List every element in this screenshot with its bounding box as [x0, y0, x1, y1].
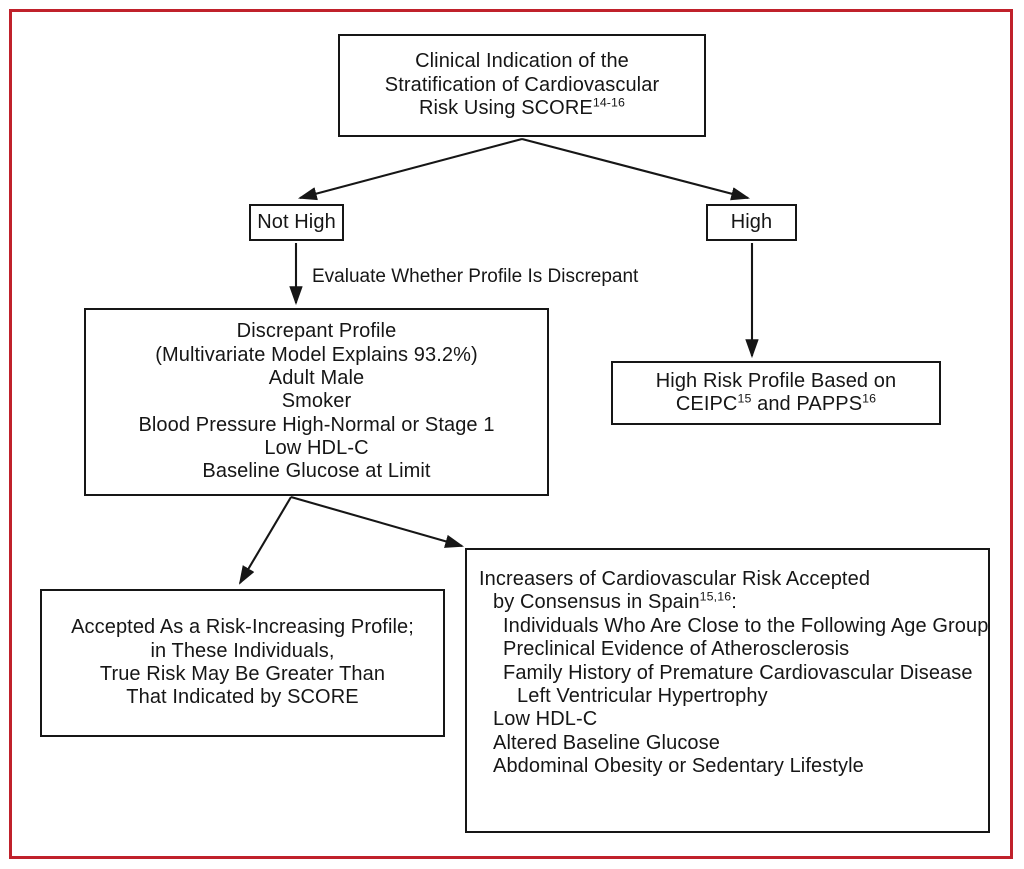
high-risk-ceipc-reference: 15 — [737, 391, 752, 406]
increasers-item-7: Abdominal Obesity or Sedentary Lifestyle — [493, 755, 864, 778]
discrepant-line-3: Adult Male — [268, 366, 365, 389]
risk-increasers-box[interactable]: Increasers of Cardiovascular Risk Accept… — [465, 548, 990, 833]
discrepant-line-4: Smoker — [281, 390, 352, 413]
clinical-indication-line-3-text: Risk Using SCORE — [418, 97, 593, 120]
increasers-consensus-text: by Consensus in Spain — [493, 591, 700, 614]
high-risk-papps-reference: 16 — [862, 391, 877, 406]
accepted-risk-increasing-profile-box[interactable]: Accepted As a Risk-Increasing Profile; i… — [40, 589, 445, 737]
increasers-item-6: Altered Baseline Glucose — [493, 731, 720, 754]
high-risk-line-2: CEIPC15 and PAPPS16 — [675, 391, 877, 416]
increasers-heading-line-1: Increasers of Cardiovascular Risk Accept… — [479, 568, 871, 590]
discrepant-line-5: Blood Pressure High-Normal or Stage 1 — [138, 413, 495, 436]
discrepant-profile-box[interactable]: Discrepant Profile (Multivariate Model E… — [84, 308, 549, 496]
increasers-consensus-colon: : — [731, 591, 737, 614]
not-high-box[interactable]: Not High — [249, 204, 344, 241]
discrepant-line-6: Low HDL-C — [264, 437, 369, 460]
increasers-item-5: Low HDL-C — [493, 708, 598, 731]
evaluate-discrepant-edge-label: Evaluate Whether Profile Is Discrepant — [312, 266, 639, 287]
increasers-item-2: Preclinical Evidence of Atherosclerosis — [503, 638, 850, 661]
high-box[interactable]: High — [706, 204, 797, 241]
not-high-label: Not High — [257, 210, 336, 233]
discrepant-line-1: Discrepant Profile — [236, 320, 397, 343]
high-risk-papps: and PAPPS — [751, 393, 863, 415]
accepted-line-4: That Indicated by SCORE — [126, 686, 359, 709]
increasers-item-3: Family History of Premature Cardiovascul… — [503, 661, 973, 684]
increasers-item-4: Left Ventricular Hypertrophy — [517, 684, 768, 707]
high-risk-ceipc: CEIPC — [675, 393, 738, 415]
accepted-line-3: True Risk May Be Greater Than — [99, 663, 386, 685]
clinical-indication-box[interactable]: Clinical Indication of the Stratificatio… — [338, 34, 706, 137]
high-risk-profile-box[interactable]: High Risk Profile Based on CEIPC15 and P… — [611, 361, 941, 425]
high-label: High — [730, 210, 773, 233]
clinical-indication-reference: 14-16 — [592, 95, 626, 110]
accepted-line-2: in These Individuals, — [150, 639, 335, 662]
clinical-indication-line-1: Clinical Indication of the — [415, 50, 629, 73]
discrepant-line-2: (Multivariate Model Explains 93.2%) — [155, 343, 478, 366]
increasers-item-1: Individuals Who Are Close to the Followi… — [503, 614, 989, 637]
clinical-indication-line-3: Risk Using SCORE14-16 — [418, 95, 626, 120]
increasers-heading-line-2: by Consensus in Spain15,16: — [467, 591, 737, 614]
clinical-indication-line-2: Stratification of Cardiovascular — [384, 73, 660, 96]
discrepant-line-7: Baseline Glucose at Limit — [202, 460, 431, 483]
high-risk-line-1: High Risk Profile Based on — [655, 369, 897, 392]
accepted-line-1: Accepted As a Risk-Increasing Profile; — [71, 616, 414, 639]
increasers-consensus-reference: 15,16 — [699, 589, 732, 604]
figure-red-border — [9, 9, 1013, 859]
